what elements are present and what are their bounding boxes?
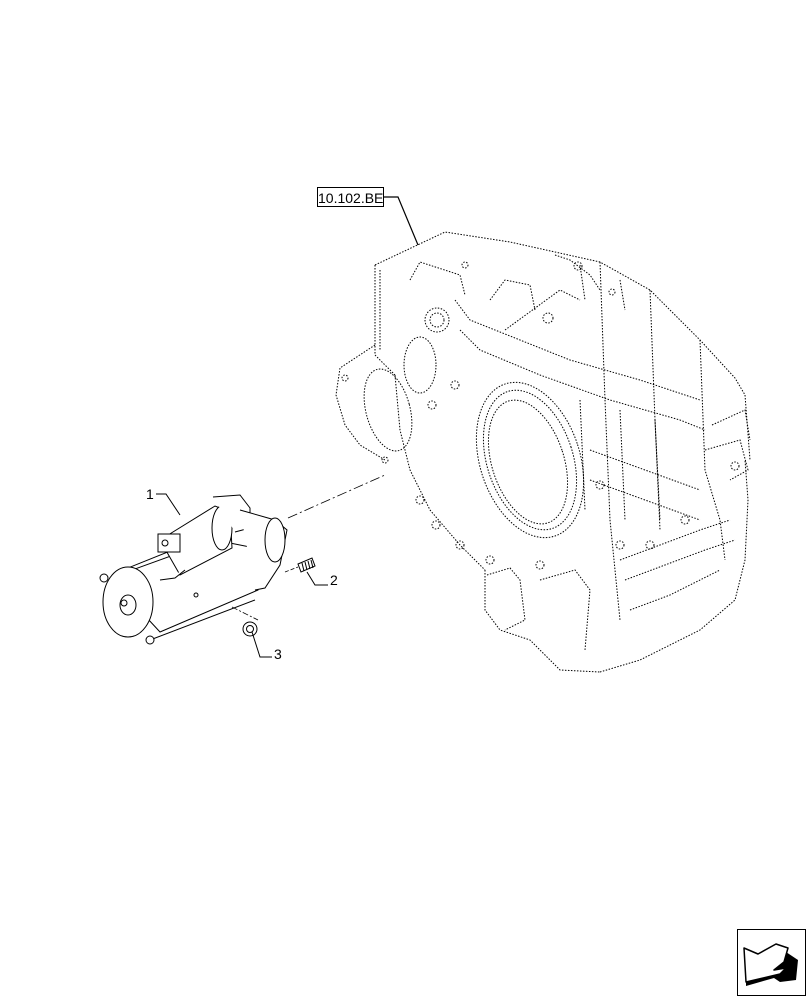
callout-1-starter-motor[interactable]: 1: [146, 486, 154, 502]
callout-leaders: [156, 493, 328, 658]
flywheel-housing-illustration: [335, 231, 751, 673]
stud-illustration: [297, 557, 316, 573]
assembly-centerline: [287, 474, 386, 519]
reference-leader-line: [384, 196, 419, 246]
previous-page-arrow-icon: [743, 943, 798, 986]
starter-motor-illustration: [99, 494, 288, 645]
previous-page-button[interactable]: [737, 929, 806, 996]
nut-centerline: [231, 606, 259, 621]
nut-illustration: [242, 621, 258, 637]
callout-3-nut[interactable]: 3: [274, 646, 282, 662]
callout-2-stud[interactable]: 2: [330, 572, 338, 588]
reference-section-label[interactable]: 10.102.BE: [317, 187, 384, 207]
stud-centerline: [284, 566, 299, 573]
